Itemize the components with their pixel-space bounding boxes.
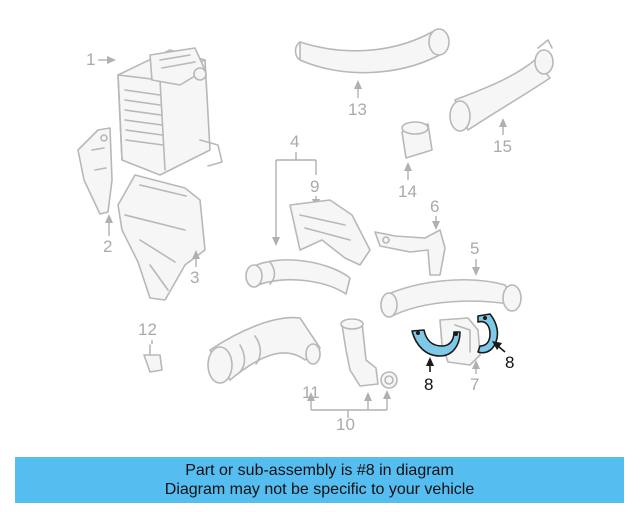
- part-12-clip: [143, 344, 163, 373]
- part-14-coupler: [401, 121, 433, 159]
- svg-text:5: 5: [470, 239, 479, 258]
- callout-7: 7: [470, 360, 480, 394]
- part-15-hose: [449, 39, 554, 132]
- info-banner-line-1: Part or sub-assembly is #8 in diagram: [185, 462, 454, 479]
- part-11-hose: [207, 316, 321, 384]
- part-6-bracket: [374, 229, 446, 276]
- callout-8-left: 8: [424, 357, 434, 394]
- svg-text:9: 9: [310, 177, 319, 196]
- part-3-duct-housing: [117, 174, 206, 301]
- callout-6: 6: [430, 197, 440, 230]
- callout-12: 12: [138, 320, 157, 344]
- parts-diagram: 1 2 3 4 9: [77, 28, 554, 434]
- callout-13: 13: [348, 80, 367, 119]
- callout-8-right: 8: [492, 341, 514, 372]
- svg-text:15: 15: [493, 137, 512, 156]
- callout-1: 1: [86, 50, 116, 69]
- part-4-hose: [245, 259, 351, 295]
- svg-text:8: 8: [424, 375, 433, 394]
- svg-text:10: 10: [336, 415, 355, 434]
- callout-3: 3: [190, 250, 200, 287]
- part-2-bracket: [77, 127, 113, 215]
- svg-text:3: 3: [190, 268, 199, 287]
- svg-text:4: 4: [290, 132, 299, 151]
- callout-10: 10: [307, 390, 391, 434]
- part-8-clamp-right: [477, 313, 499, 354]
- svg-text:12: 12: [138, 320, 157, 339]
- callout-15: 15: [493, 118, 512, 156]
- svg-text:7: 7: [470, 375, 479, 394]
- info-banner: Part or sub-assembly is #8 in diagram Di…: [15, 457, 624, 503]
- svg-text:14: 14: [398, 182, 417, 201]
- part-7-mount: [439, 317, 481, 366]
- svg-text:1: 1: [86, 50, 95, 69]
- info-banner-line-2: Diagram may not be specific to your vehi…: [164, 481, 475, 498]
- part-5-hose: [380, 279, 522, 318]
- callout-2: 2: [103, 214, 113, 256]
- callout-14: 14: [398, 162, 417, 201]
- part-10-pipe: [340, 318, 398, 389]
- part-8-clamp-left: [411, 329, 461, 357]
- svg-text:13: 13: [348, 100, 367, 119]
- svg-text:2: 2: [103, 237, 112, 256]
- part-1-intercooler: [117, 47, 223, 176]
- callout-4: 4: [272, 132, 317, 246]
- svg-text:8: 8: [505, 353, 514, 372]
- callout-5: 5: [470, 239, 480, 276]
- part-9-heat-shield: [289, 199, 371, 266]
- part-13-hose: [294, 28, 450, 74]
- svg-text:6: 6: [430, 197, 439, 216]
